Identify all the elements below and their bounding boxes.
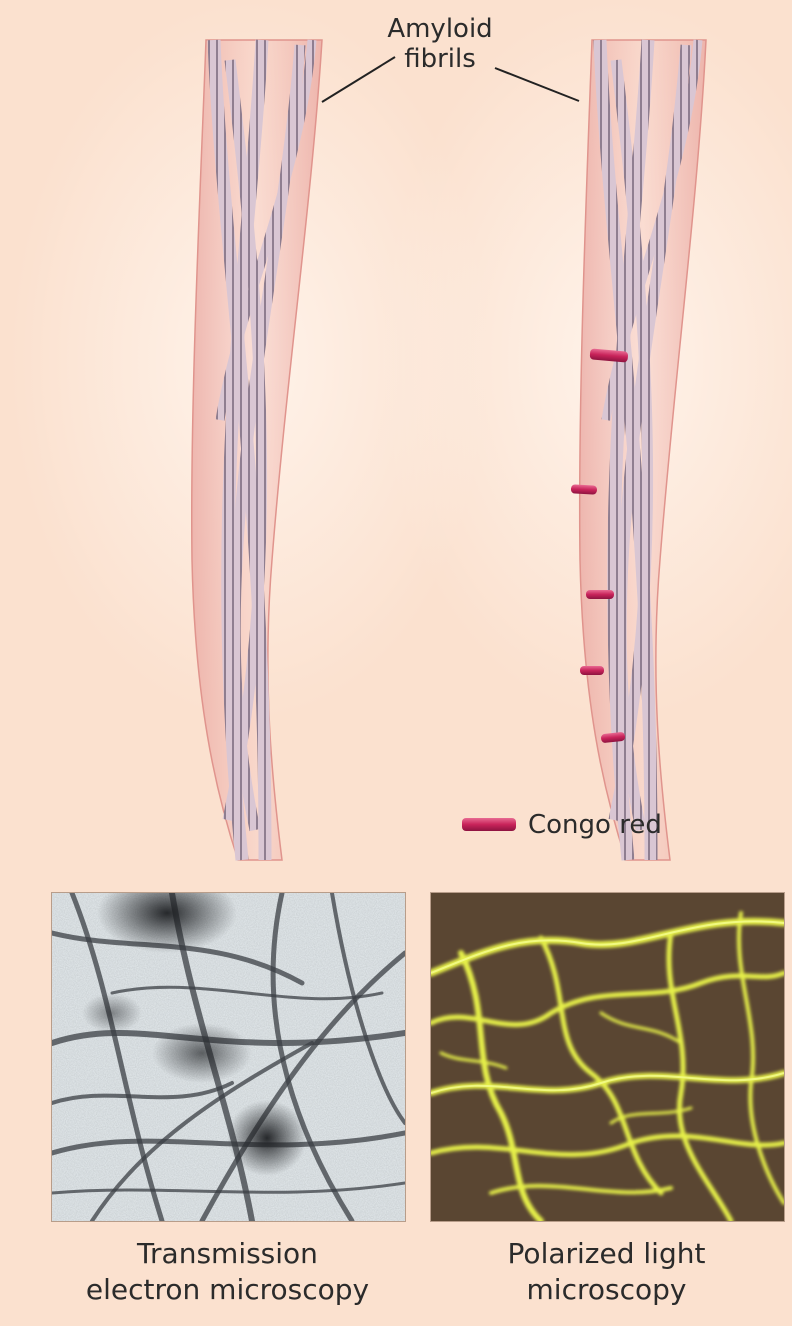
leader-line-right	[495, 68, 579, 101]
fibril-illustration	[0, 0, 792, 880]
congo-red-legend-label: Congo red	[528, 810, 662, 840]
congo-red-bar	[586, 590, 614, 599]
plm-caption-line1: Polarized light	[430, 1236, 783, 1272]
polarized-light-micrograph	[430, 892, 785, 1222]
tem-micrograph	[51, 892, 406, 1222]
tem-caption-line2: electron microscopy	[51, 1272, 404, 1308]
left-fibril	[192, 40, 322, 860]
right-fibril	[571, 40, 706, 860]
amyloid-label-line1: Amyloid	[380, 14, 500, 44]
congo-red-swatch	[462, 818, 516, 831]
tem-caption-line1: Transmission	[51, 1236, 404, 1272]
amyloid-label-line2: fibrils	[380, 44, 500, 74]
congo-red-bar	[580, 666, 604, 675]
plm-caption-line2: microscopy	[430, 1272, 783, 1308]
congo-red-bar	[571, 484, 597, 494]
